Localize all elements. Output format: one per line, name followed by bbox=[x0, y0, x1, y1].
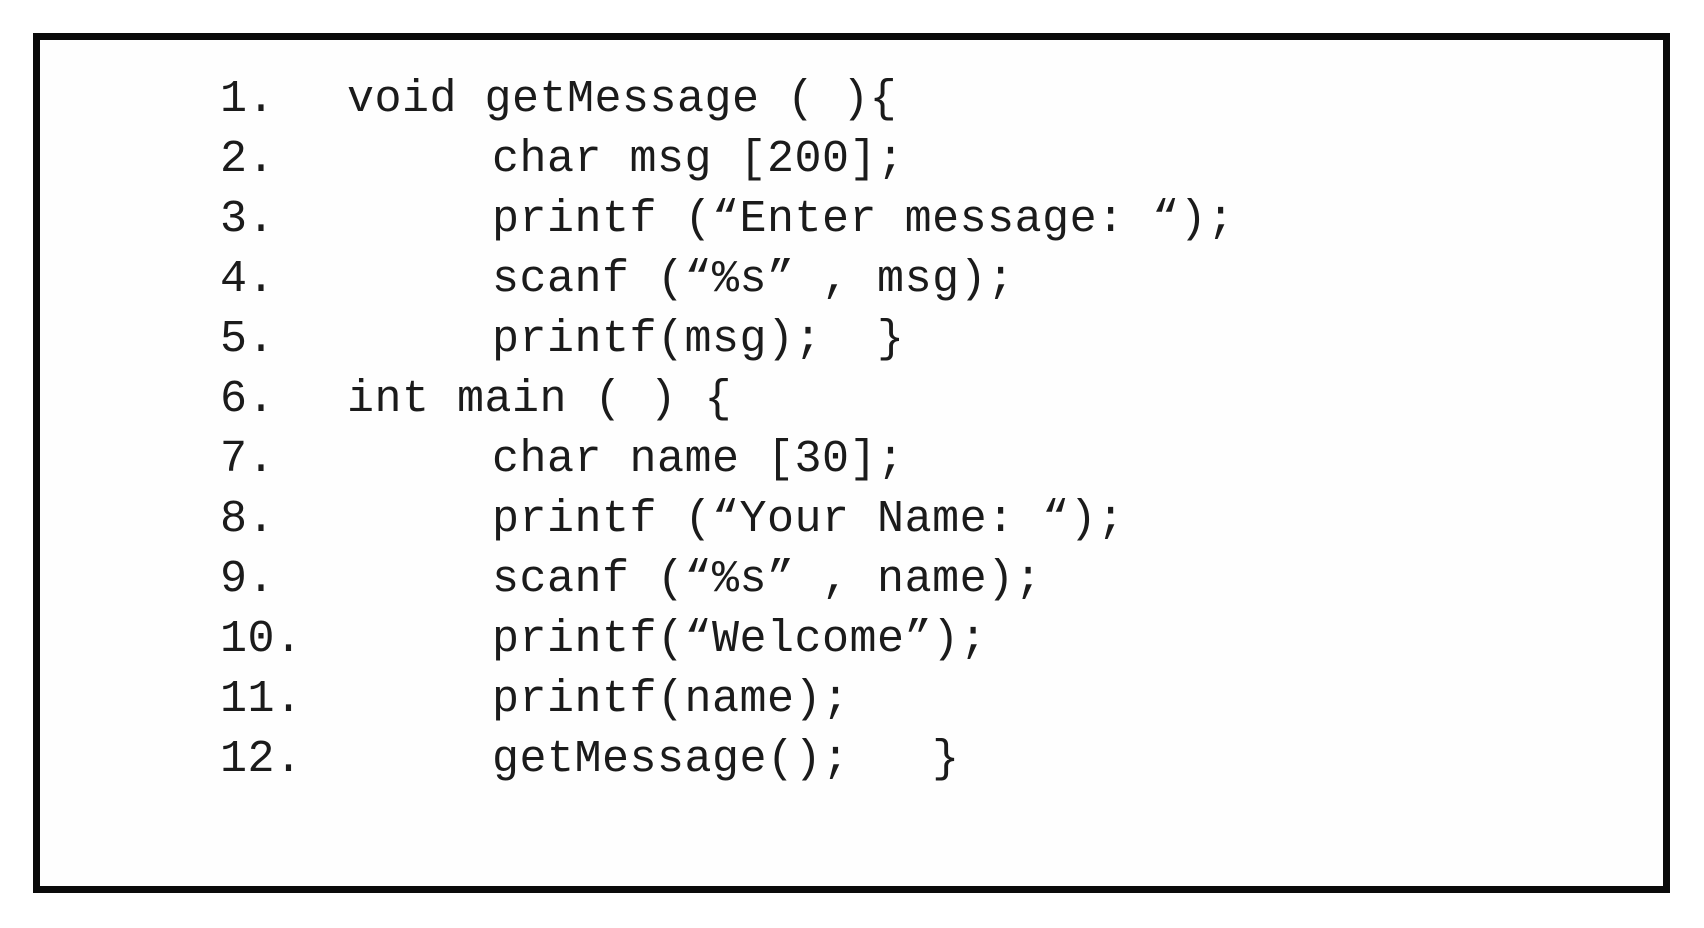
code-line: 12. getMessage(); } bbox=[40, 730, 1663, 790]
line-number: 3. bbox=[220, 194, 276, 245]
line-code: getMessage(); } bbox=[492, 734, 960, 785]
line-code: char msg [200]; bbox=[492, 134, 905, 185]
line-code: printf (“Your Name: “); bbox=[492, 494, 1125, 545]
code-line: 4. scanf (“%s” , msg); bbox=[40, 250, 1663, 310]
line-code: char name [30]; bbox=[492, 434, 905, 485]
code-line: 5. printf(msg); } bbox=[40, 310, 1663, 370]
line-number: 11. bbox=[220, 674, 303, 725]
code-line: 7. char name [30]; bbox=[40, 430, 1663, 490]
line-code: printf(msg); } bbox=[492, 314, 905, 365]
code-line: 8. printf (“Your Name: “); bbox=[40, 490, 1663, 550]
code-line: 11. printf(name); bbox=[40, 670, 1663, 730]
line-number: 1. bbox=[220, 74, 276, 125]
line-code: int main ( ) { bbox=[347, 374, 733, 425]
line-code: void getMessage ( ){ bbox=[347, 74, 898, 125]
line-number: 8. bbox=[220, 494, 276, 545]
code-line: 3. printf (“Enter message: “); bbox=[40, 190, 1663, 250]
line-number: 7. bbox=[220, 434, 276, 485]
code-line: 6. int main ( ) { bbox=[40, 370, 1663, 430]
line-number: 2. bbox=[220, 134, 276, 185]
code-line: 1. void getMessage ( ){ bbox=[40, 70, 1663, 130]
line-number: 4. bbox=[220, 254, 276, 305]
line-code: printf (“Enter message: “); bbox=[492, 194, 1235, 245]
line-number: 9. bbox=[220, 554, 276, 605]
line-code: scanf (“%s” , msg); bbox=[492, 254, 1015, 305]
code-line: 2. char msg [200]; bbox=[40, 130, 1663, 190]
code-line: 9. scanf (“%s” , name); bbox=[40, 550, 1663, 610]
line-number: 10. bbox=[220, 614, 303, 665]
line-code: printf(“Welcome”); bbox=[492, 614, 988, 665]
line-number: 6. bbox=[220, 374, 276, 425]
line-code: printf(name); bbox=[492, 674, 850, 725]
code-line: 10. printf(“Welcome”); bbox=[40, 610, 1663, 670]
line-number: 5. bbox=[220, 314, 276, 365]
code-listing: 1. void getMessage ( ){ 2. char msg [200];… bbox=[40, 40, 1663, 886]
line-number: 12. bbox=[220, 734, 303, 785]
code-figure-frame: 1. void getMessage ( ){ 2. char msg [200];… bbox=[33, 33, 1670, 893]
line-code: scanf (“%s” , name); bbox=[492, 554, 1043, 605]
